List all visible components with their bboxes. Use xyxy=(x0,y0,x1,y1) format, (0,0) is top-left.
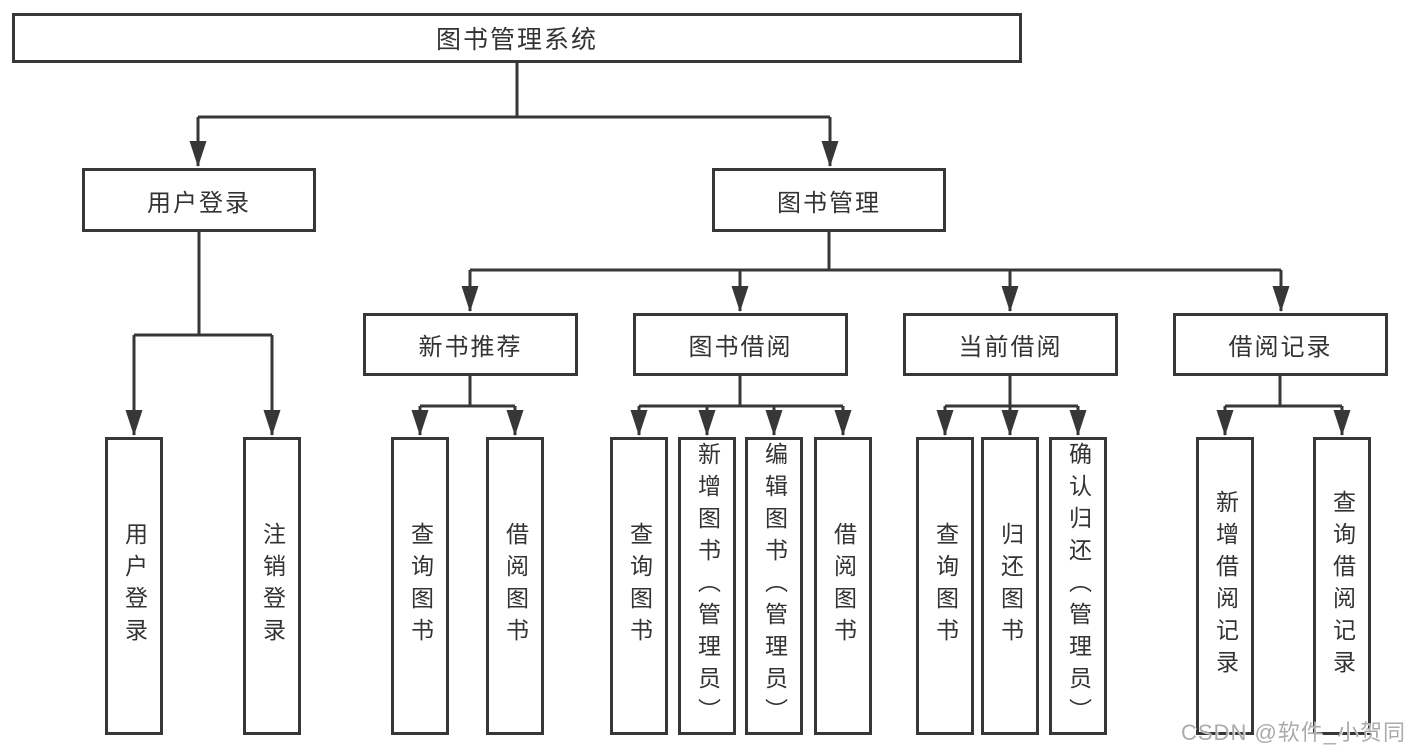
leaf-user-login: 用户登录 xyxy=(105,437,163,735)
leaf-edit-books-admin: 编辑图书（管理员） xyxy=(745,437,803,735)
leaf-query-borrow-record: 查询借阅记录 xyxy=(1313,437,1371,735)
leaf-query-books: 查询图书 xyxy=(610,437,668,735)
node-library-management-system: 图书管理系统 xyxy=(12,13,1022,63)
node-current-borrowing: 当前借阅 xyxy=(903,313,1118,376)
node-book-borrowing: 图书借阅 xyxy=(633,313,848,376)
leaf-query-books: 查询图书 xyxy=(916,437,974,735)
leaf-confirm-return-admin: 确认归还（管理员） xyxy=(1049,437,1107,735)
node-user-login: 用户登录 xyxy=(82,168,316,232)
leaf-query-books: 查询图书 xyxy=(391,437,449,735)
node-borrowing-records: 借阅记录 xyxy=(1173,313,1388,376)
leaf-logout: 注销登录 xyxy=(243,437,301,735)
watermark-text: CSDN @软件_小贺同学 xyxy=(1181,720,1405,745)
node-new-book-recommendation: 新书推荐 xyxy=(363,313,578,376)
node-book-management: 图书管理 xyxy=(712,168,946,232)
leaf-borrow-books: 借阅图书 xyxy=(814,437,872,735)
leaf-add-borrow-record: 新增借阅记录 xyxy=(1196,437,1254,735)
leaf-borrow-books: 借阅图书 xyxy=(486,437,544,735)
leaf-add-books-admin: 新增图书（管理员） xyxy=(678,437,736,735)
leaf-return-books: 归还图书 xyxy=(981,437,1039,735)
